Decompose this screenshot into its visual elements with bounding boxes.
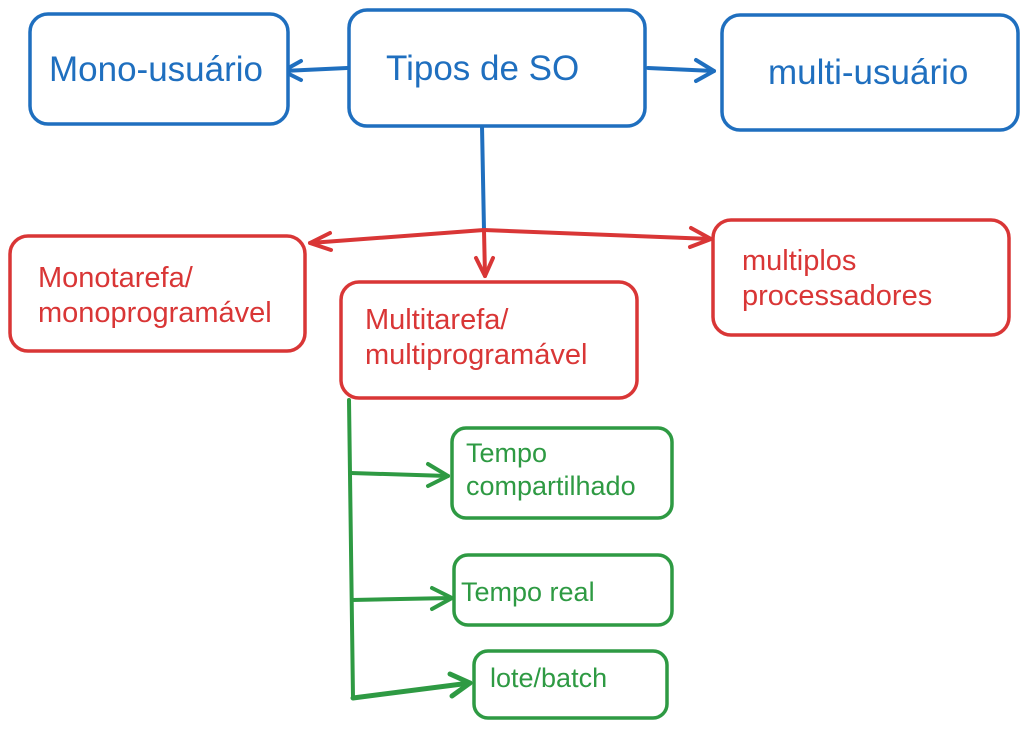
svg-text:Multitarefa/: Multitarefa/ [365, 304, 509, 336]
node-mono-usuario-label: Mono-usuário [49, 50, 263, 89]
svg-text:multi-usuário: multi-usuário [768, 53, 968, 92]
svg-text:compartilhado: compartilhado [466, 471, 636, 501]
svg-text:lote/batch: lote/batch [490, 663, 607, 693]
node-multitarefa-line-1: Multitarefa/ [365, 304, 509, 336]
node-multi-usuario-label: multi-usuário [768, 53, 968, 92]
node-multiplos-line-1: multiplos [742, 245, 856, 277]
edge-root-multi-usuario [646, 58, 716, 83]
svg-text:Tempo real: Tempo real [461, 577, 595, 607]
edge-root-trunk [480, 124, 486, 232]
svg-text:monoprogramável: monoprogramável [38, 297, 272, 329]
node-multitarefa: Multitarefa/ multiprogramável [339, 280, 639, 400]
node-mono-usuario: Mono-usuário [28, 12, 290, 126]
svg-text:processadores: processadores [742, 280, 932, 312]
node-root: Tipos de SO [347, 8, 647, 128]
node-multiplos-line-2: processadores [742, 280, 932, 312]
edge-multitarefa-lote-batch [350, 671, 473, 701]
node-monotarefa-line-1: Monotarefa/ [38, 262, 194, 294]
node-tempo-compartilhado-line-1: Tempo [466, 438, 547, 468]
svg-text:multiprogramável: multiprogramável [365, 339, 587, 371]
node-monotarefa: Monotarefa/ monoprogramável [8, 234, 307, 353]
node-tempo-compartilhado-line-2: compartilhado [466, 471, 636, 501]
edge-multitarefa-trunk [347, 398, 355, 700]
edge-multitarefa-tempo-real [350, 586, 454, 611]
node-multitarefa-line-2: multiprogramável [365, 339, 587, 371]
node-multiplos: multiplos processadores [711, 218, 1011, 337]
svg-text:Tipos de SO: Tipos de SO [386, 49, 579, 88]
svg-text:Tempo: Tempo [466, 438, 547, 468]
edge-root-multitarefa [474, 228, 495, 278]
svg-text:Mono-usuário: Mono-usuário [49, 50, 263, 89]
edge-root-multiplos [482, 226, 713, 249]
node-tempo-compartilhado: Tempo compartilhado [450, 426, 674, 520]
edge-root-monotarefa [308, 228, 486, 252]
node-monotarefa-line-2: monoprogramável [38, 297, 272, 329]
svg-text:Monotarefa/: Monotarefa/ [38, 262, 194, 294]
node-tempo-real-label: Tempo real [461, 577, 595, 607]
edge-multitarefa-tempo-compartilhado [349, 462, 450, 488]
svg-text:multiplos: multiplos [742, 245, 856, 277]
node-lote-batch: lote/batch [472, 649, 669, 720]
node-lote-batch-label: lote/batch [490, 663, 607, 693]
edge-root-mono-usuario [281, 59, 349, 82]
node-tempo-real: Tempo real [452, 553, 674, 627]
node-root-label: Tipos de SO [386, 49, 579, 88]
node-multi-usuario: multi-usuário [720, 13, 1020, 132]
